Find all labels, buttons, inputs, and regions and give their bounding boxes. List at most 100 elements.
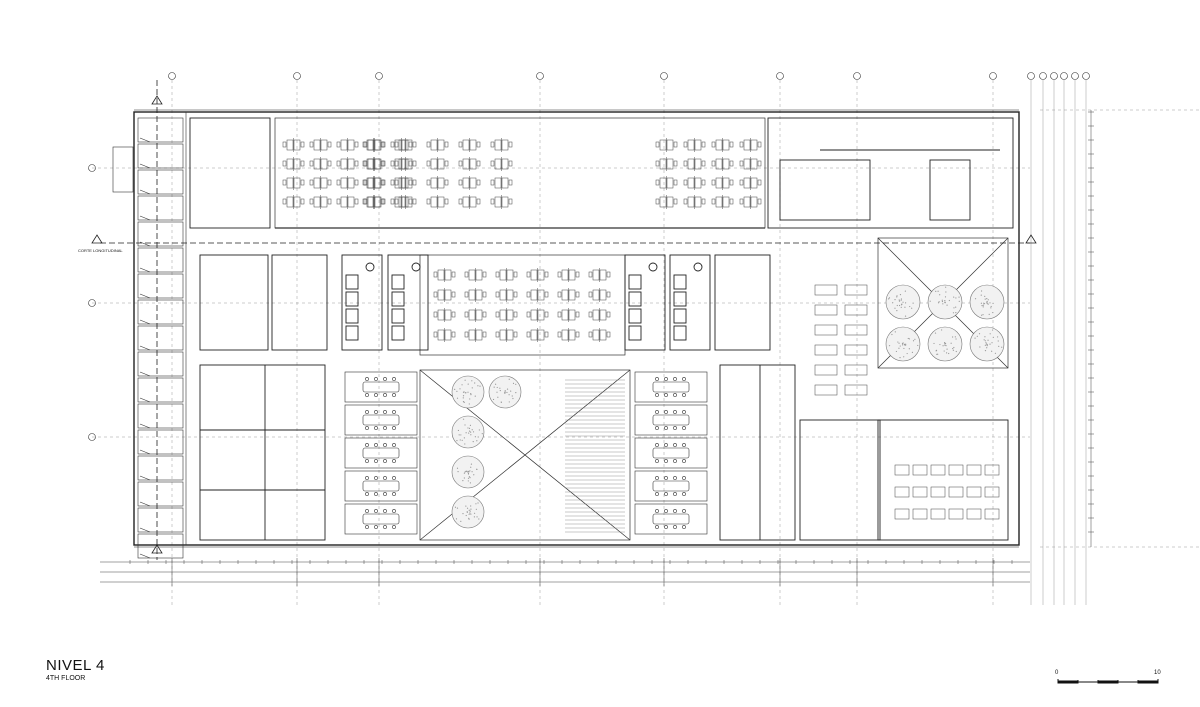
meeting-table [653,415,689,425]
tree-texture [479,429,480,430]
scale-bar [1058,679,1158,683]
chair [392,426,395,429]
tree-texture [953,296,954,297]
tree-texture [457,508,458,509]
tree-texture [901,307,902,308]
chair [395,161,398,166]
tree-texture [463,395,464,396]
tree-texture [462,440,463,441]
desk [688,159,694,169]
desk [463,159,469,169]
tree-texture [903,348,904,349]
desk [321,197,327,207]
chair [365,509,368,512]
toilet-stall [674,309,686,323]
chair [392,476,395,479]
chair [682,426,685,429]
chair [702,199,705,204]
toilet-stall [674,326,686,340]
chair [383,509,386,512]
chair [381,199,384,204]
tree-texture [912,352,913,353]
desk [723,197,729,207]
tree-texture [904,344,905,345]
tree-texture [469,510,470,511]
chair [383,525,386,528]
desk [502,140,508,150]
tree-texture [465,380,466,381]
tree-texture [952,336,953,337]
toilet-stall [346,309,358,323]
chair [673,377,676,380]
tree-texture [981,290,982,291]
chair [684,161,687,166]
facade-module-chair [140,216,150,220]
chair [477,199,480,204]
tree-texture [500,390,501,391]
chair [664,509,667,512]
tree-texture [470,511,471,512]
tree-texture [464,443,465,444]
chair [374,426,377,429]
tree-texture [467,392,468,393]
desk [688,140,694,150]
chair [682,377,685,380]
kitchen-block [768,118,1013,228]
tree-texture [482,433,483,434]
tree-texture [941,329,942,330]
desk [751,140,757,150]
chair [328,199,331,204]
desk [593,330,599,340]
desk [287,140,293,150]
toilet-stall [674,275,686,289]
tree-texture [894,299,895,300]
desk [600,270,606,280]
tree-texture [469,514,470,515]
meeting-room [345,471,417,501]
tree-texture [989,314,990,315]
tree-texture [459,434,460,435]
chair [483,312,486,317]
desk [751,159,757,169]
chair [365,377,368,380]
tree-texture [955,312,956,313]
tree-texture [942,303,943,304]
desk [287,197,293,207]
tree-texture [460,434,461,435]
tree-texture [468,519,469,520]
dining-table [895,465,909,475]
chair [434,332,437,337]
chair [674,161,677,166]
scale-end-label: 10 [1154,670,1161,676]
desk [744,197,750,207]
tree-texture [948,353,949,354]
tree-texture [505,390,506,391]
tree-texture [944,350,945,351]
tree-texture [945,343,946,344]
tree-texture [992,312,993,313]
tree-texture [939,294,940,295]
chair [589,292,592,297]
tree-texture [499,388,500,389]
tree-texture [981,303,982,304]
grid-bubble [1051,73,1058,80]
meeting-room [635,372,707,402]
tree-texture [470,434,471,435]
facade-module [138,456,183,480]
tree-texture [898,348,899,349]
desk [600,290,606,300]
tree-texture [475,396,476,397]
tree-texture [899,305,900,306]
tree-texture [981,315,982,316]
dining-table [931,487,945,497]
chair [730,142,733,147]
facade-module-chair [140,346,150,350]
desk [716,159,722,169]
chair [365,525,368,528]
tree-texture [981,305,982,306]
tree-texture [493,399,494,400]
desk [495,159,501,169]
desk [600,310,606,320]
desk [569,310,575,320]
